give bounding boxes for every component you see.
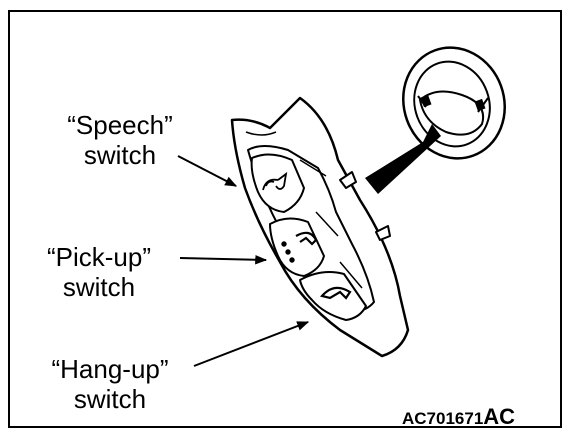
switch-assembly xyxy=(230,96,410,358)
hang-up-phone-icon xyxy=(320,286,352,300)
speech-label-line1: “Speech” xyxy=(67,110,173,140)
speech-switch-label: “Speech” switch xyxy=(52,110,188,170)
pick-up-phone-icon xyxy=(281,231,318,263)
pick-up-label-line1: “Pick-up” xyxy=(46,242,151,272)
pick-up-switch-label: “Pick-up” switch xyxy=(26,242,172,302)
speech-label-line2: switch xyxy=(83,140,157,170)
hang-up-switch-label: “Hang-up” switch xyxy=(22,354,198,414)
pick-up-arrow xyxy=(179,254,268,265)
figure-code-prefix: AC701671 xyxy=(402,409,484,428)
hang-up-label-line2: switch xyxy=(73,384,147,414)
hang-up-arrow xyxy=(193,321,310,367)
steering-wheel-inset xyxy=(402,46,506,160)
speech-switch-icon xyxy=(262,171,288,191)
pick-up-label-line2: switch xyxy=(62,272,136,302)
speech-arrow xyxy=(177,155,238,187)
figure-code: AC701671AC xyxy=(402,404,515,430)
hang-up-label-line1: “Hang-up” xyxy=(51,354,169,384)
leader-arrows xyxy=(177,155,310,367)
figure-code-suffix: AC xyxy=(483,404,516,429)
zoom-pointer xyxy=(365,124,441,194)
